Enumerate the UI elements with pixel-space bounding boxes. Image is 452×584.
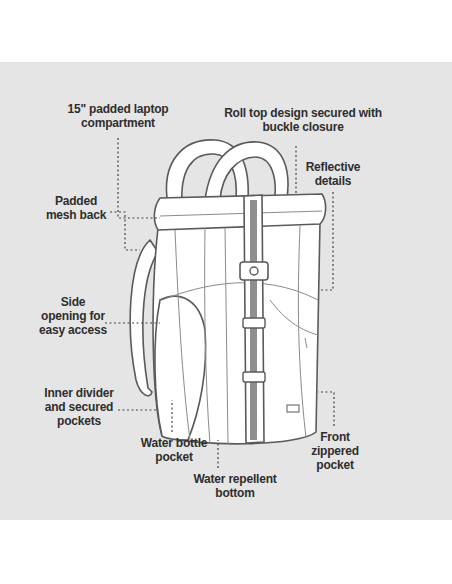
buckle — [240, 262, 268, 280]
side-opening-label: Side opening for easy access — [38, 295, 108, 337]
inner-divider-label: Inner divider and secured pockets — [38, 386, 120, 428]
front-strap — [240, 195, 268, 443]
logo-tag — [287, 405, 299, 412]
bottle-pocket-label: Water bottle pocket — [136, 436, 212, 464]
backpack-outline — [130, 140, 325, 444]
roll-top-label: Roll top design secured with buckle clos… — [222, 106, 384, 134]
leader-lines — [105, 138, 334, 468]
mesh-back-label: Padded mesh back — [40, 194, 112, 222]
laptop-compartment-label: 15" padded laptop compartment — [55, 102, 181, 130]
reflective-label: Reflective details — [295, 160, 371, 188]
bottom-label: Water repellent bottom — [180, 472, 290, 500]
front-pocket-label: Front zippered pocket — [304, 430, 366, 472]
body-seams — [160, 211, 322, 444]
background-band — [0, 62, 452, 520]
